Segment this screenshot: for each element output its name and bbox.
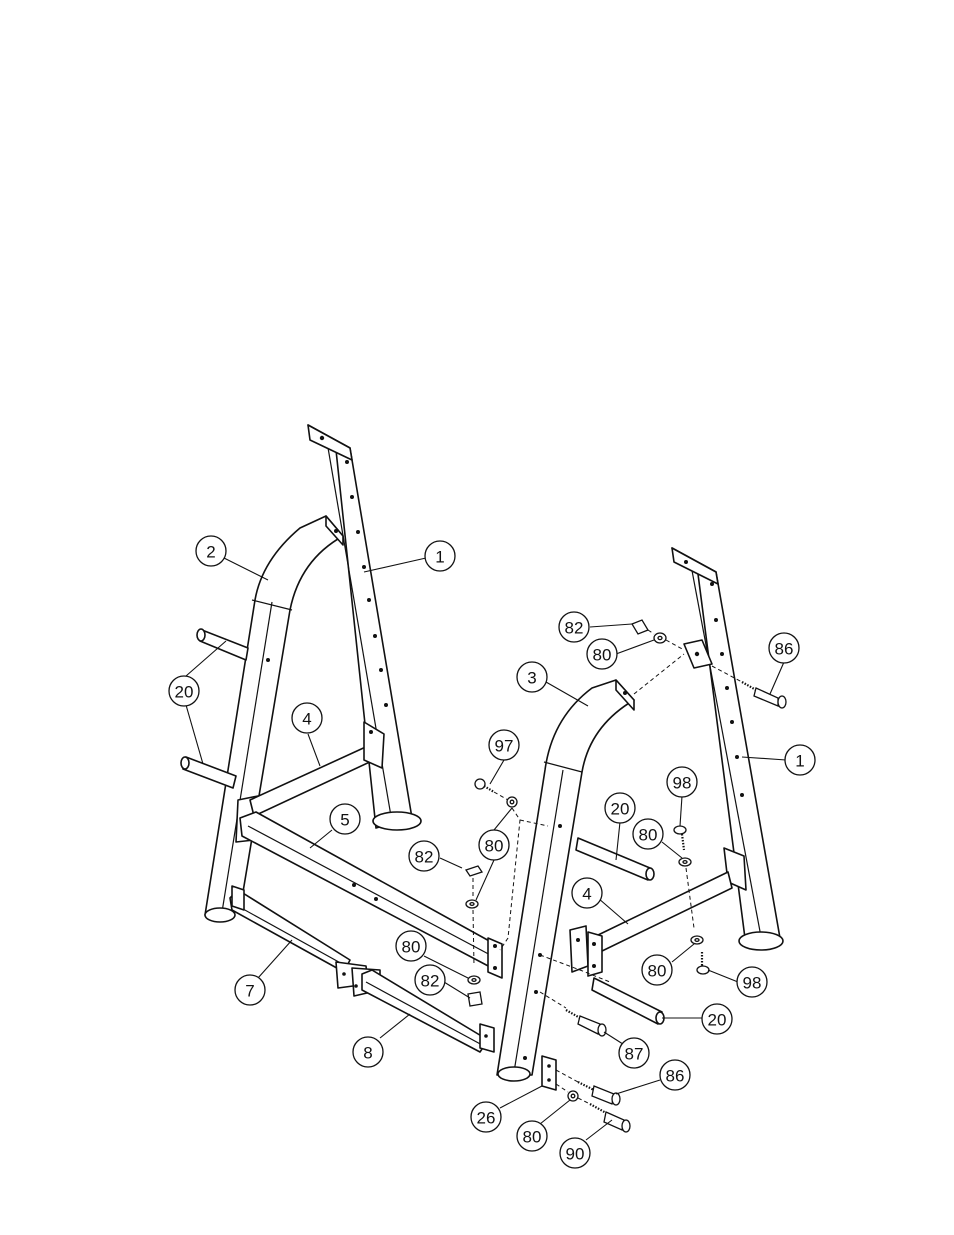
svg-text:98: 98: [743, 974, 762, 993]
bracket-part-26: [541, 1055, 557, 1091]
svg-text:80: 80: [402, 938, 421, 957]
svg-text:7: 7: [245, 982, 254, 1001]
callout-5: 5: [329, 803, 361, 835]
svg-text:20: 20: [611, 800, 630, 819]
svg-text:82: 82: [415, 848, 434, 867]
callout-98a: 98: [666, 766, 698, 798]
svg-text:1: 1: [435, 548, 444, 567]
svg-text:86: 86: [775, 640, 794, 659]
leader-lines: [185, 557, 787, 1141]
weight-horns-part-20-right: [575, 837, 665, 1025]
extension-bar-part-8: [351, 967, 495, 1053]
svg-text:87: 87: [625, 1045, 644, 1064]
callout-80b: 80: [478, 829, 510, 861]
callout-20a: 20: [168, 675, 200, 707]
svg-text:2: 2: [206, 543, 215, 562]
callout-82a: 82: [558, 611, 590, 643]
callout-80c: 80: [632, 818, 664, 850]
svg-text:80: 80: [648, 962, 667, 981]
svg-text:82: 82: [421, 972, 440, 991]
svg-text:97: 97: [495, 737, 514, 756]
callout-4b: 4: [571, 877, 603, 909]
callout-80a: 80: [586, 638, 618, 670]
svg-text:80: 80: [485, 837, 504, 856]
svg-text:86: 86: [666, 1067, 685, 1086]
callout-87: 87: [618, 1037, 650, 1069]
svg-text:1: 1: [795, 752, 804, 771]
svg-text:98: 98: [673, 774, 692, 793]
callout-26: 26: [470, 1101, 502, 1133]
callout-20c: 20: [701, 1003, 733, 1035]
svg-text:20: 20: [708, 1011, 727, 1030]
base-bar-part-7: [229, 885, 369, 989]
svg-text:80: 80: [523, 1128, 542, 1147]
callout-82b: 82: [408, 840, 440, 872]
callout-1a: 1: [424, 540, 456, 572]
callout-86b: 86: [659, 1059, 691, 1091]
base-bar-part-5: [239, 811, 503, 979]
callout-3: 3: [516, 661, 548, 693]
callout-7: 7: [234, 974, 266, 1006]
callout-2: 2: [195, 535, 227, 567]
svg-text:4: 4: [302, 710, 311, 729]
left-upright-part-1: [307, 424, 422, 831]
callout-4a: 4: [291, 702, 323, 734]
callout-80e: 80: [641, 954, 673, 986]
svg-text:26: 26: [477, 1109, 496, 1128]
svg-text:80: 80: [639, 826, 658, 845]
callout-80d: 80: [395, 930, 427, 962]
right-upright-part-1: [671, 547, 784, 951]
callout-86a: 86: [768, 632, 800, 664]
svg-text:80: 80: [593, 646, 612, 665]
crossbar-part-4-left: [249, 721, 385, 817]
crossbar-part-4-right: [569, 871, 733, 977]
callout-80f: 80: [516, 1120, 548, 1152]
svg-text:5: 5: [340, 811, 349, 830]
callout-20b: 20: [604, 792, 636, 824]
hardware: [464, 619, 787, 1133]
svg-text:3: 3: [527, 669, 536, 688]
weight-horns-part-20-left: [180, 628, 249, 789]
callout-8: 8: [352, 1036, 384, 1068]
svg-text:8: 8: [363, 1044, 372, 1063]
callout-97: 97: [488, 729, 520, 761]
svg-text:20: 20: [175, 683, 194, 702]
svg-text:82: 82: [565, 619, 584, 638]
callout-98b: 98: [736, 966, 768, 998]
callout-90: 90: [559, 1137, 591, 1169]
svg-text:4: 4: [582, 885, 591, 904]
callout-1b: 1: [784, 744, 816, 776]
svg-text:90: 90: [566, 1145, 585, 1164]
callout-82c: 82: [414, 964, 446, 996]
